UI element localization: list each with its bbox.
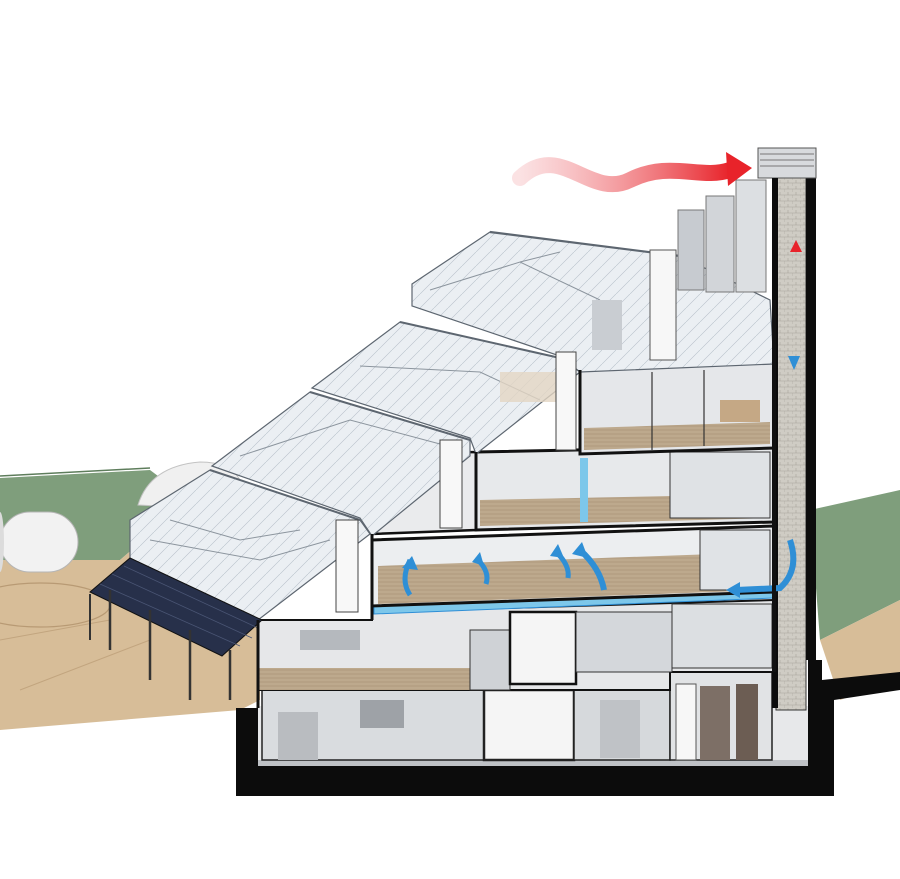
structural-frames — [335, 351, 577, 613]
level-1 — [370, 524, 776, 608]
cool-arrow — [735, 539, 797, 593]
glass-roof-tier-3 — [310, 321, 582, 455]
ground-floor — [257, 598, 775, 691]
airflow-warm — [512, 152, 802, 290]
section-cut-lines — [256, 300, 776, 708]
solar-canopy — [89, 557, 263, 700]
core-room — [508, 610, 578, 686]
storage-tank — [0, 511, 79, 573]
mechanical-unit — [278, 712, 318, 760]
level-3 — [578, 360, 776, 456]
airflow-cool — [402, 300, 800, 598]
basement-level — [261, 671, 773, 762]
warm-exhaust-arrow — [512, 157, 738, 193]
glass-roof-tier-2 — [210, 391, 471, 537]
rooftop-stacks — [677, 179, 767, 293]
